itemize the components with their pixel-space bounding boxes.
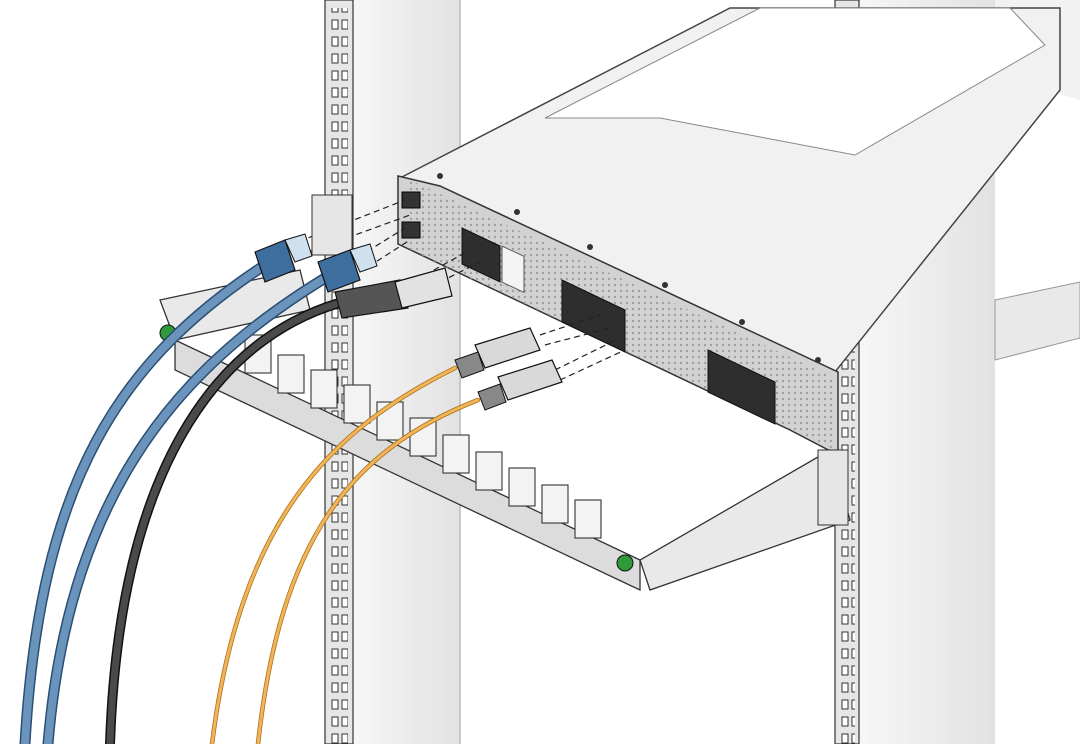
ethernet-cable-1 xyxy=(21,261,269,744)
cables xyxy=(19,259,481,744)
ethernet-plug-1 xyxy=(254,239,296,283)
copper-plug xyxy=(334,279,409,319)
left-rack-post xyxy=(350,0,460,744)
mgmt-port-1 xyxy=(401,191,421,209)
left-rack-holes xyxy=(330,8,348,744)
bracket-right-arm xyxy=(639,449,851,591)
port-group-3 xyxy=(707,349,776,425)
fiber-cable-1 xyxy=(210,366,457,744)
rack-ear-right xyxy=(817,449,849,526)
qsfp-transceiver-2 xyxy=(497,359,563,401)
chassis-top-panel xyxy=(544,7,1046,156)
thumbscrew-right xyxy=(616,554,634,572)
chassis-screws xyxy=(437,173,821,363)
copper-cable xyxy=(106,296,354,744)
port-group-2 xyxy=(561,279,626,353)
connection-guides xyxy=(289,199,626,381)
ethernet-plug-2 xyxy=(317,249,361,293)
rear-rail xyxy=(994,281,1080,361)
switch-chassis xyxy=(397,7,1061,457)
qsfp-transceiver-1 xyxy=(474,327,541,369)
rack-ear-left xyxy=(311,194,353,256)
fiber-cable-2 xyxy=(256,398,480,744)
connectors xyxy=(254,233,563,411)
port-group-1 xyxy=(461,227,525,294)
ethernet-cable-2 xyxy=(44,271,334,744)
mgmt-port-2 xyxy=(401,221,421,239)
cable-management-bracket xyxy=(159,194,851,592)
